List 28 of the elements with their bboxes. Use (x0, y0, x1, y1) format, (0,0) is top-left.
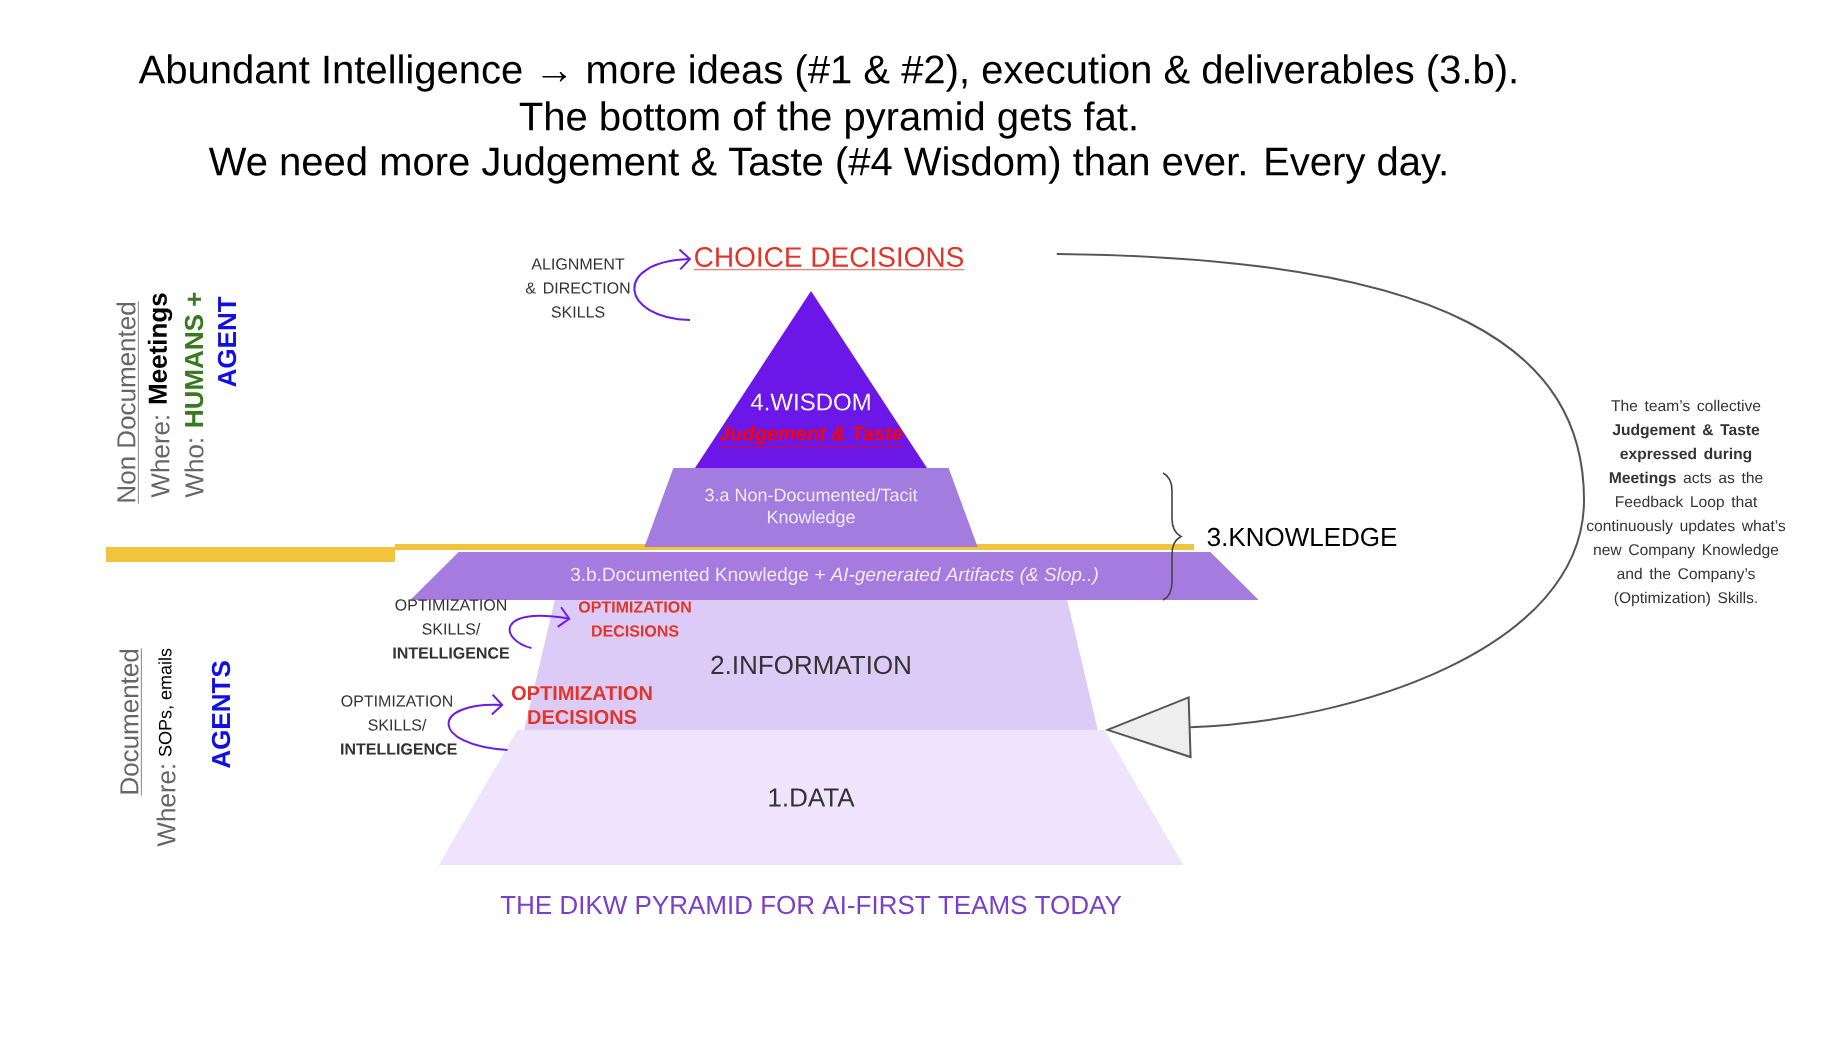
side-heading: Non Documented (116, 300, 139, 504)
side-text: Who: (184, 439, 204, 498)
title-text: We need more Judgement & Taste (#4 Wisdom) than ever. Every day. (208, 146, 1446, 184)
side-text: Where: (156, 765, 176, 847)
pyramid-layer: 3.a Non-Documented/Tacit Knowledge (644, 468, 978, 547)
side-text: SOPs, emails (158, 648, 174, 757)
arrow (508, 606, 571, 650)
side-text: AGENT (217, 296, 237, 387)
title-text: The bottom of the pyramid gets fat. (519, 101, 1136, 139)
arrow (1055, 253, 1585, 759)
side-text: Meetings (147, 293, 173, 404)
pyramid-layer: 4.WISDOM Judgement & Taste (695, 291, 927, 468)
skill-label: OPTIMIZATION SKILLS/ INTELLIGENCE (393, 599, 510, 659)
decision-text: OPTIMIZATION DECISIONS (578, 601, 691, 637)
decision-text: OPTIMIZATION DECISIONS (511, 685, 652, 725)
side-text: HUMANS + (184, 292, 204, 427)
note-text: The team’s collective Judgement & Taste expressed during Meetings acts as the Feedback Loop that continuously updates what’s new Company Knowledge and the Company’s (Optimization) Skills. (1586, 399, 1786, 607)
title-text: Abundant Intelligence → more ideas (#1 & #2), execution & deliverables (3.b). (138, 54, 1516, 92)
arrow (633, 248, 692, 321)
caption-text: THE DIKW PYRAMID FOR AI-FIRST TEAMS TODAY (500, 895, 1122, 915)
side-text: Where: (150, 416, 170, 498)
skill-label: ALIGNMENT & DIRECTION SKILLS (525, 258, 630, 318)
side-heading: Documented (119, 647, 142, 796)
heading-text: CHOICE DECISIONS (693, 247, 965, 271)
arrow (447, 693, 509, 751)
layer-label: 3.KNOWLEDGE (1207, 527, 1397, 547)
side-text: AGENTS (211, 661, 231, 768)
pyramid-layer: 3.b.Documented Knowledge + AI-generated Artifacts (& Slop..) (410, 552, 1259, 600)
